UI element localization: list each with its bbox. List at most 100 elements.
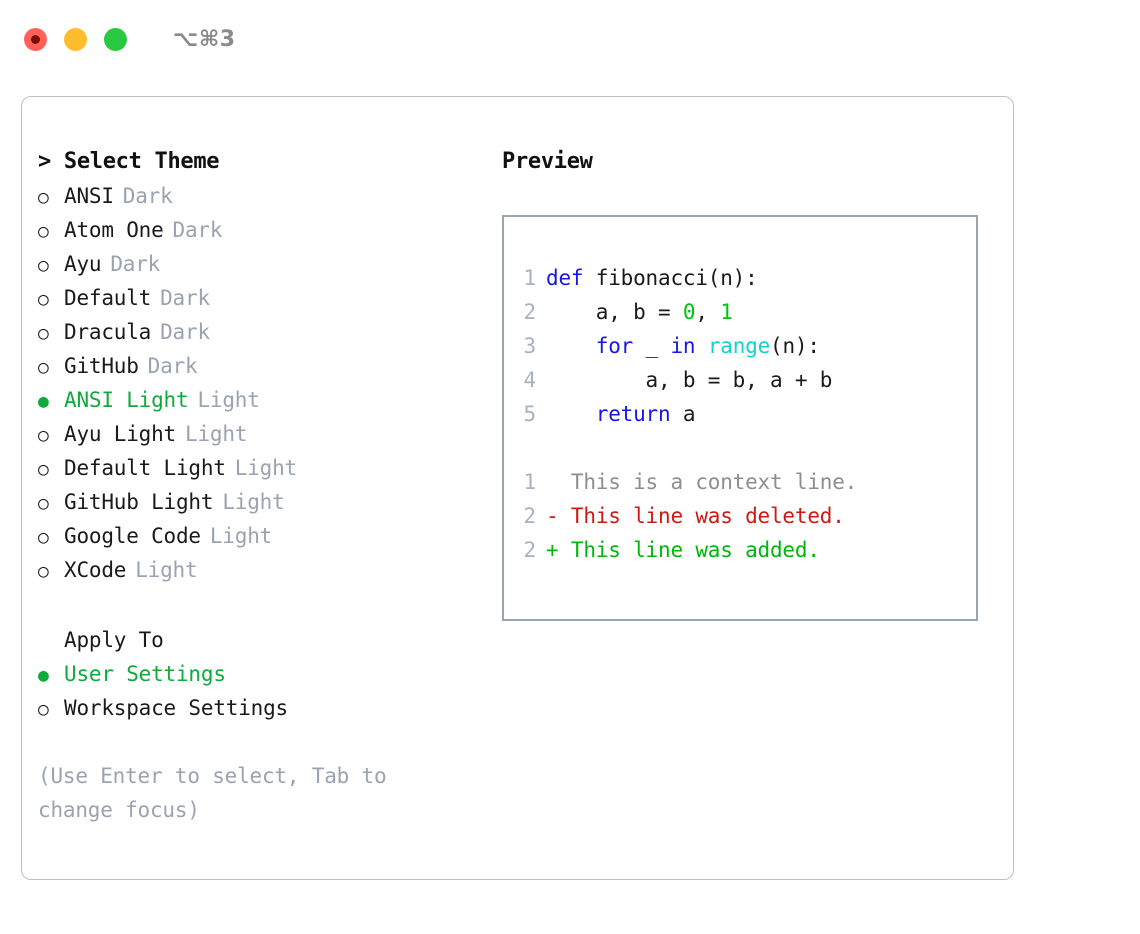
code-number: 1 — [720, 300, 733, 324]
diff-line-ctx: This is a context line. — [546, 470, 857, 494]
theme-category: Dark — [110, 252, 161, 276]
radio-unselected-icon[interactable]: ○ — [38, 527, 49, 548]
close-button[interactable] — [24, 27, 47, 51]
code-keyword: def — [546, 266, 584, 290]
theme-category: Light — [197, 388, 260, 412]
theme-row[interactable]: ● ANSI Light Light — [38, 383, 488, 417]
code-text: a, b = — [546, 300, 683, 324]
theme-name: Google Code — [64, 524, 201, 548]
theme-name: Atom One — [64, 218, 164, 242]
theme-name: GitHub Light — [64, 490, 214, 514]
theme-name: Ayu Light — [64, 422, 176, 446]
maximize-button[interactable] — [104, 27, 127, 51]
theme-row[interactable]: ○ Ayu Dark — [38, 247, 488, 281]
code-text: fibonacci(n): — [583, 266, 758, 290]
code-text — [546, 402, 596, 426]
theme-category: Light — [185, 422, 248, 446]
diff-marker: + — [546, 538, 559, 562]
theme-row[interactable]: ○ ANSI Dark — [38, 179, 488, 213]
line-number: 2 — [523, 538, 537, 562]
apply-to-row[interactable]: ○ Workspace Settings — [38, 691, 488, 725]
theme-name: ANSI Light — [64, 388, 189, 412]
radio-selected-icon[interactable]: ● — [38, 391, 49, 412]
code-text: a — [670, 402, 696, 426]
theme-name: ANSI — [64, 184, 114, 208]
theme-row[interactable]: ○ Default Light Light — [38, 451, 488, 485]
radio-unselected-icon[interactable]: ○ — [38, 425, 49, 446]
theme-row[interactable]: ○ Atom One Dark — [38, 213, 488, 247]
radio-unselected-icon[interactable]: ○ — [38, 187, 49, 208]
code-keyword: in — [670, 334, 696, 358]
line-number: 2 — [523, 504, 537, 528]
code-blank-line — [514, 431, 857, 465]
code-line: 1 def fibonacci(n): — [514, 261, 857, 295]
diff-marker — [546, 470, 558, 494]
theme-name: GitHub — [64, 354, 139, 378]
diff-line-add: + This line was added. — [546, 538, 820, 562]
line-number: 3 — [523, 334, 537, 358]
code-text — [546, 334, 596, 358]
traffic-lights — [24, 27, 127, 51]
apply-to-list[interactable]: ● User Settings ○ Workspace Settings — [38, 657, 488, 725]
code-line: 4 a, b = b, a + b — [514, 363, 857, 397]
diff-line-del: - This line was deleted. — [546, 504, 845, 528]
title-bar: ⌥⌘3 — [0, 0, 1140, 78]
apply-to-label: Workspace Settings — [64, 696, 288, 720]
line-number: 5 — [523, 402, 537, 426]
theme-category: Light — [222, 490, 285, 514]
theme-row[interactable]: ○ GitHub Light Light — [38, 485, 488, 519]
code-text: (n): — [770, 334, 820, 358]
diff-line: 2 - This line was deleted. — [514, 499, 857, 533]
radio-unselected-icon[interactable]: ○ — [38, 561, 49, 582]
code-text: , — [695, 300, 721, 324]
line-number: 1 — [523, 266, 537, 290]
radio-unselected-icon[interactable]: ○ — [38, 459, 49, 480]
diff-marker: - — [546, 504, 559, 528]
radio-unselected-icon[interactable]: ○ — [38, 221, 49, 242]
theme-row[interactable]: ○ Google Code Light — [38, 519, 488, 553]
preview-pane: Preview 1 def fibonacci(n): 2 a, b = 0, 1 3… — [502, 145, 1002, 621]
theme-category: Dark — [172, 218, 223, 242]
line-number: 1 — [523, 470, 537, 494]
radio-unselected-icon[interactable]: ○ — [38, 493, 49, 514]
preview-heading: Preview — [502, 149, 593, 174]
theme-row[interactable]: ○ Ayu Light Light — [38, 417, 488, 451]
diff-text: This line was added. — [558, 538, 820, 562]
radio-unselected-icon[interactable]: ○ — [38, 289, 49, 310]
theme-name: XCode — [64, 558, 127, 582]
radio-unselected-icon[interactable]: ○ — [38, 255, 49, 276]
radio-selected-icon[interactable]: ● — [38, 665, 49, 686]
apply-to-label: User Settings — [64, 662, 226, 686]
theme-row[interactable]: ○ GitHub Dark — [38, 349, 488, 383]
apply-to-row[interactable]: ● User Settings — [38, 657, 488, 691]
radio-unselected-icon[interactable]: ○ — [38, 357, 49, 378]
code-keyword: return — [595, 402, 671, 426]
radio-unselected-icon[interactable]: ○ — [38, 699, 49, 720]
theme-name: Default — [64, 286, 152, 310]
code-text: a, b = b, a + b — [546, 368, 833, 392]
section-spacer — [38, 587, 488, 623]
diff-line: 1 This is a context line. — [514, 465, 858, 499]
theme-name: Ayu — [64, 252, 102, 276]
code-keyword: for — [595, 334, 634, 358]
code-text: _ — [633, 334, 671, 358]
code-number: 0 — [682, 300, 696, 324]
theme-category: Dark — [122, 184, 173, 208]
theme-category: Light — [209, 524, 273, 548]
theme-category: Dark — [147, 354, 198, 378]
minimize-button[interactable] — [64, 27, 87, 51]
code-line: 3 for _ in range(n): — [514, 329, 857, 363]
theme-category: Light — [234, 456, 297, 480]
keyboard-hint-text: (Use Enter to select, Tab to change focu… — [38, 764, 387, 822]
theme-name: Default Light — [64, 456, 226, 480]
radio-unselected-icon[interactable]: ○ — [38, 323, 49, 344]
theme-name: Dracula — [64, 320, 152, 344]
line-number: 2 — [523, 300, 537, 324]
